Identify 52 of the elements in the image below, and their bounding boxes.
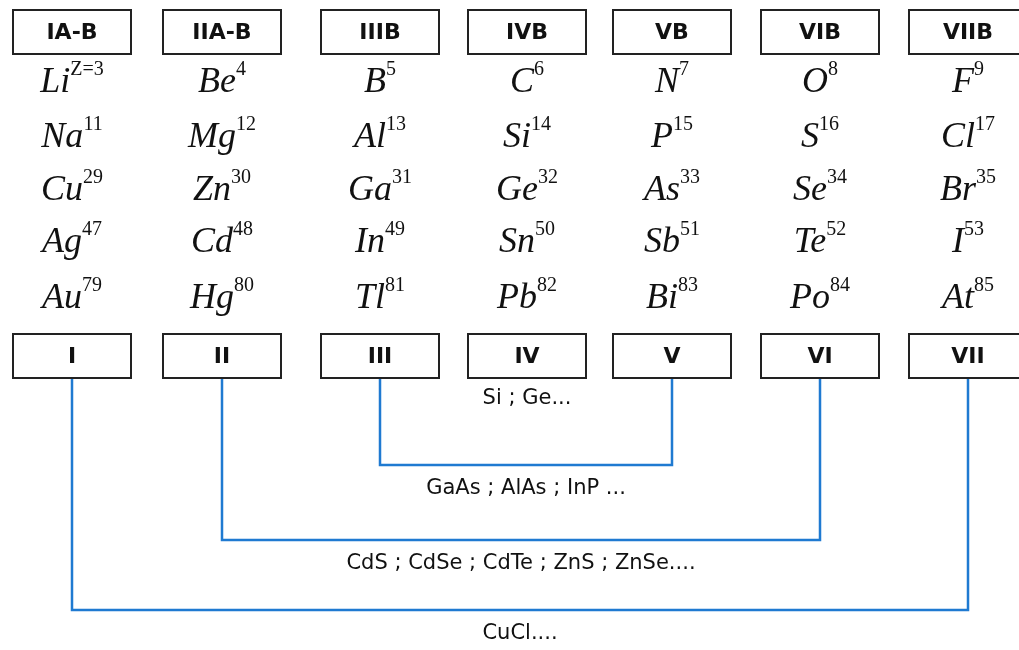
element-symbol: Hg$^{80}$ [190, 278, 254, 314]
group-label-box: IA-B [12, 9, 132, 55]
element-symbol: Zn$^{30}$ [193, 170, 251, 206]
bracket-connector [220, 379, 822, 542]
element-symbol: Pb$^{82}$ [497, 278, 557, 314]
group-label-box: II [162, 333, 282, 379]
element-symbol: B$^{5}$ [364, 62, 396, 98]
element-symbol: At$^{85}$ [942, 278, 994, 314]
element-symbol: Ge$^{32}$ [496, 170, 558, 206]
group-label-box: IV [467, 333, 587, 379]
group-label-box: IIIB [320, 9, 440, 55]
element-symbol: Se$^{34}$ [793, 170, 847, 206]
group-label-box: III [320, 333, 440, 379]
element-symbol: S$^{16}$ [801, 117, 839, 153]
element-symbol: Au$^{79}$ [42, 278, 102, 314]
element-symbol: Cl$^{17}$ [941, 117, 995, 153]
element-symbol: Si$^{14}$ [503, 117, 551, 153]
element-symbol: Sb$^{51}$ [644, 222, 700, 258]
element-symbol: Br$^{35}$ [940, 170, 996, 206]
group-label-box: VB [612, 9, 732, 55]
element-symbol: Li$^{Z=3}$ [40, 62, 104, 98]
element-symbol: I$^{53}$ [952, 222, 984, 258]
bracket-connector [70, 379, 970, 612]
element-symbol: As$^{33}$ [644, 170, 700, 206]
element-symbol: Cu$^{29}$ [41, 170, 103, 206]
element-symbol: Bi$^{83}$ [646, 278, 698, 314]
element-symbol: P$^{15}$ [651, 117, 693, 153]
element-symbol: Tl$^{81}$ [355, 278, 405, 314]
group-label-box: VI [760, 333, 880, 379]
element-symbol: O$^{8}$ [802, 62, 838, 98]
element-symbol: Ag$^{47}$ [42, 222, 102, 258]
element-symbol: Po$^{84}$ [790, 278, 850, 314]
element-symbol: Cd$^{48}$ [191, 222, 253, 258]
group-label-box: I [12, 333, 132, 379]
group-label-box: V [612, 333, 732, 379]
element-symbol: Al$^{13}$ [354, 117, 406, 153]
element-symbol: Ga$^{31}$ [348, 170, 412, 206]
element-symbol: F$^{9}$ [952, 62, 984, 98]
group-label-box: IVB [467, 9, 587, 55]
element-symbol: Sn$^{50}$ [499, 222, 555, 258]
group-label-box: VIIB [908, 9, 1019, 55]
element-symbol: Be$^{4}$ [198, 62, 246, 98]
element-symbol: In$^{49}$ [355, 222, 405, 258]
element-symbol: C$^{6}$ [510, 62, 544, 98]
bracket-connector [378, 379, 674, 467]
group-label-box: VII [908, 333, 1019, 379]
group-label-box: VIB [760, 9, 880, 55]
element-symbol: Te$^{52}$ [793, 222, 847, 258]
element-symbol: N$^{7}$ [655, 62, 689, 98]
element-symbol: Na$^{11}$ [41, 117, 103, 153]
element-symbol: Mg$^{12}$ [188, 117, 256, 153]
group-label-box: IIA-B [162, 9, 282, 55]
